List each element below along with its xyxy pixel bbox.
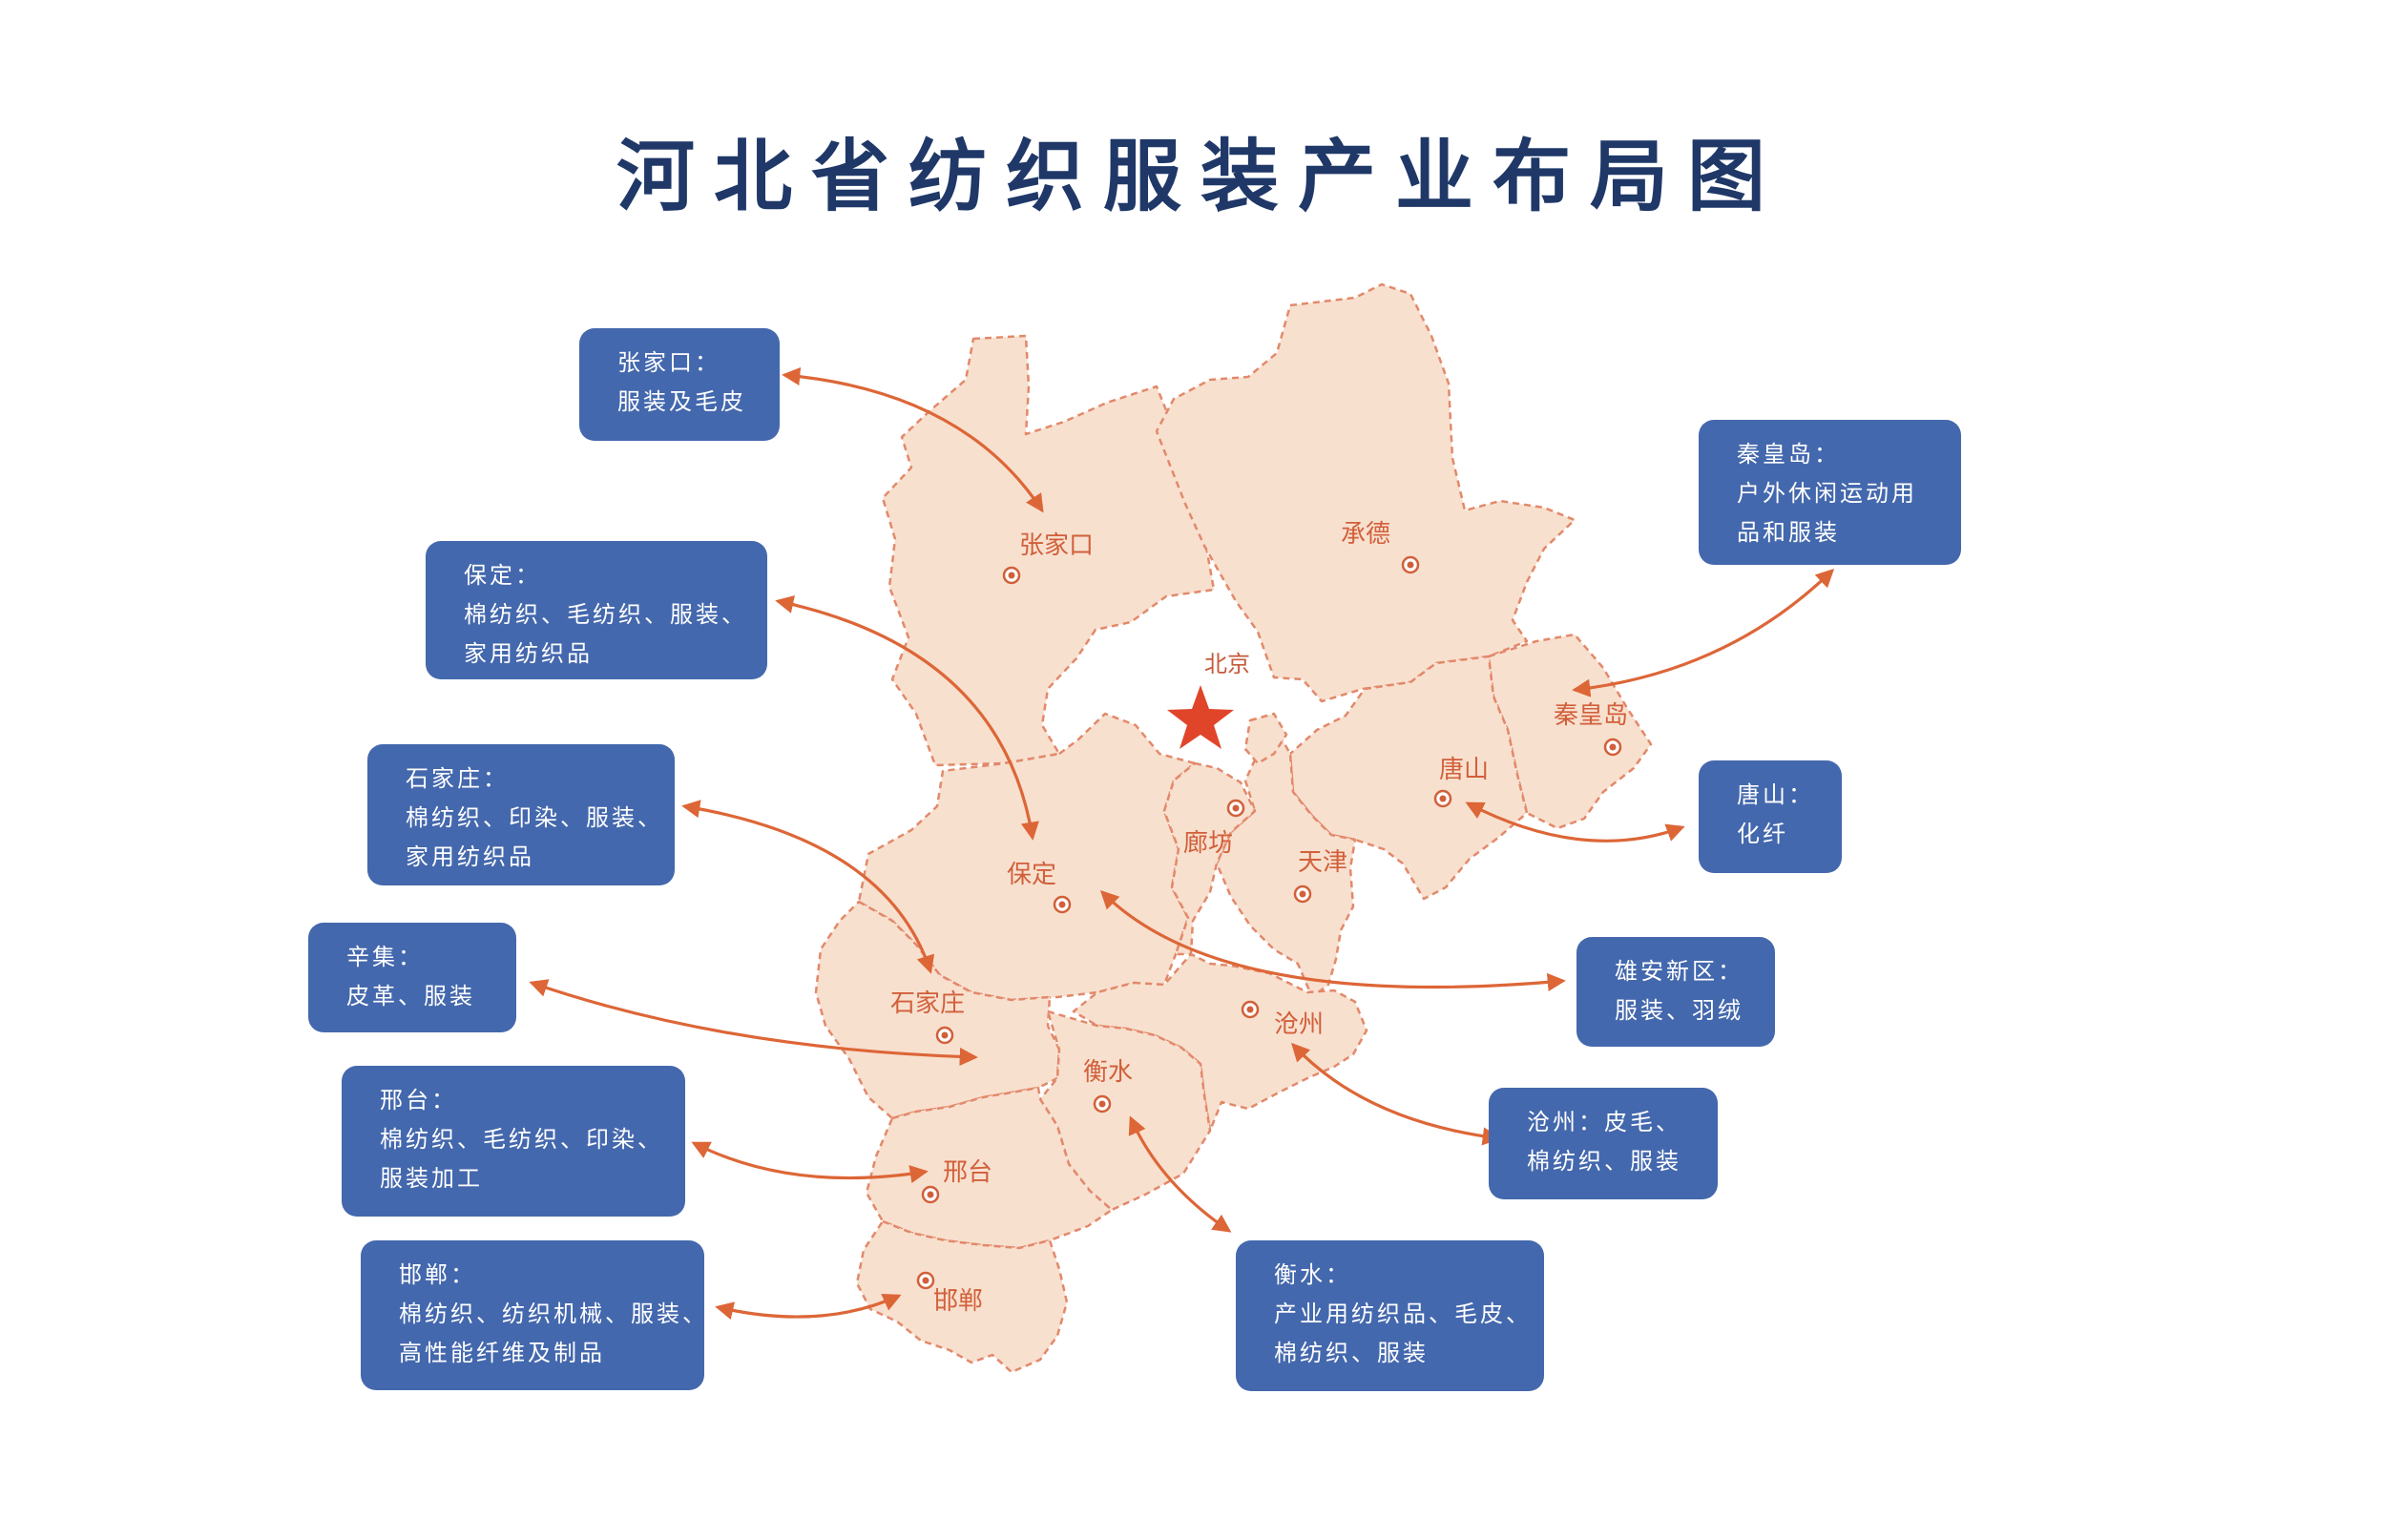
city-label-handan: 邯郸 (933, 1287, 983, 1316)
arrow-zhangjiakou (782, 366, 1044, 513)
arrow-qinhuangdao (1572, 568, 1835, 697)
info-box-zhangjiakou: 张家口： 服装及毛皮 (579, 328, 780, 441)
arrow-xingtai (691, 1141, 929, 1184)
region-chengde (1155, 282, 1576, 703)
info-box-cangzhou: 沧州：皮毛、 棉纺织、服装 (1489, 1088, 1718, 1199)
info-box-xiongan: 雄安新区： 服装、羽绒 (1576, 937, 1775, 1047)
city-label-qinhuangdao: 秦皇岛 (1554, 701, 1628, 730)
info-box-xingtai: 邢台： 棉纺织、毛纺织、印染、 服装加工 (342, 1066, 685, 1217)
arrow-xinji (529, 979, 978, 1067)
info-box-xinji: 辛集： 皮革、服装 (308, 923, 516, 1032)
info-box-baoding: 保定： 棉纺织、毛纺织、服装、 家用纺织品 (426, 541, 767, 679)
info-box-hengshui: 衡水： 产业用纺织品、毛皮、 棉纺织、服装 (1236, 1240, 1544, 1391)
page-title: 河北省纺织服装产业布局图 (616, 131, 1785, 222)
city-label-shijiazhuang: 石家庄 (890, 989, 965, 1018)
region-langfang-north (1243, 712, 1288, 765)
arrow-shijiazhuang (681, 800, 935, 974)
city-label-hengshui: 衡水 (1083, 1058, 1133, 1087)
city-label-zhangjiakou: 张家口 (1019, 531, 1094, 560)
capital-star-icon (1167, 685, 1234, 749)
info-box-handan: 邯郸： 棉纺织、纺织机械、服装、 高性能纤维及制品 (361, 1240, 705, 1390)
region-xingtai (865, 1086, 1114, 1250)
arrow-xiongan (1099, 889, 1566, 992)
arrow-cangzhou (1291, 1042, 1501, 1146)
city-label-langfang: 廊坊 (1183, 829, 1233, 858)
capital-label: 北京 (1204, 651, 1250, 677)
info-box-qinhuangdao: 秦皇岛： 户外休闲运动用 品和服装 (1699, 420, 1961, 565)
city-label-chengde: 承德 (1341, 520, 1390, 549)
city-label-cangzhou: 沧州 (1274, 1010, 1324, 1039)
city-label-tangshan: 唐山 (1439, 756, 1489, 784)
arrow-baoding (775, 595, 1039, 841)
city-label-tianjin: 天津 (1298, 848, 1347, 877)
info-box-tangshan: 唐山： 化纤 (1699, 760, 1842, 873)
region-handan (855, 1219, 1069, 1374)
arrow-tangshan (1465, 801, 1685, 843)
info-box-shijiazhuang: 石家庄： 棉纺织、印染、服装、 家用纺织品 (367, 744, 675, 885)
arrow-hengshui (1128, 1115, 1232, 1233)
city-label-xingtai: 邢台 (943, 1158, 992, 1187)
arrow-handan (715, 1293, 902, 1321)
city-label-baoding: 保定 (1007, 861, 1056, 889)
